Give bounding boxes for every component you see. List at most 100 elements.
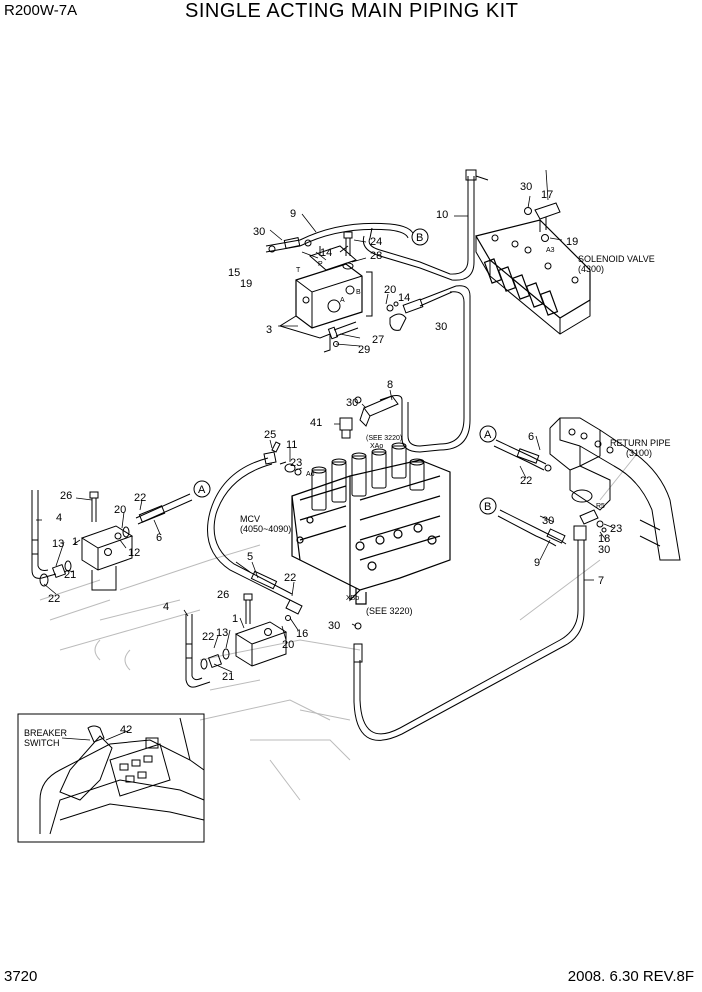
- svg-text:19: 19: [566, 236, 578, 248]
- svg-text:30: 30: [542, 515, 554, 527]
- label-see-3220-top: (SEE 3220): [366, 435, 402, 442]
- solenoid-valve: [475, 202, 591, 335]
- svg-text:6: 6: [156, 532, 162, 544]
- svg-text:23: 23: [290, 457, 302, 469]
- fitting-16-22: [285, 599, 303, 621]
- svg-text:24: 24: [370, 236, 382, 248]
- svg-text:9: 9: [534, 557, 540, 569]
- lever-4-upper: [31, 490, 57, 579]
- svg-text:30: 30: [328, 620, 340, 632]
- bolt-25: [271, 441, 281, 453]
- model-code: R200W-7A: [4, 2, 78, 19]
- svg-text:9: 9: [290, 208, 296, 220]
- svg-text:A: A: [484, 429, 492, 441]
- svg-text:3: 3: [266, 324, 272, 336]
- hose-7: [353, 525, 587, 741]
- svg-text:30: 30: [253, 226, 265, 238]
- label-solenoid-valve: SOLENOID VALVE: [578, 254, 655, 264]
- svg-text:22: 22: [284, 572, 296, 584]
- svg-text:28: 28: [370, 250, 382, 262]
- return-pipe: [549, 417, 681, 561]
- svg-text:30: 30: [435, 321, 447, 333]
- main-control-valve: [291, 442, 451, 605]
- fitting-20-14: [366, 271, 399, 317]
- label-breaker: BREAKER: [24, 728, 68, 738]
- elbow-fitting-8: [354, 395, 399, 427]
- fitting-41: [339, 417, 353, 439]
- fittings-13-21-22-lower: [200, 648, 230, 670]
- label-mcv: MCV: [240, 514, 260, 524]
- svg-text:14: 14: [398, 292, 410, 304]
- svg-text:A: A: [198, 484, 206, 496]
- breaker-switch-inset: [17, 713, 205, 843]
- svg-text:6: 6: [528, 431, 534, 443]
- page-title: SINGLE ACTING MAIN PIPING KIT: [185, 0, 519, 22]
- svg-text:16: 16: [296, 628, 308, 640]
- hose-9: [265, 222, 415, 253]
- port-t: T: [296, 267, 301, 274]
- svg-text:30: 30: [520, 181, 532, 193]
- fittings-13-21-22-upper: [39, 560, 72, 587]
- svg-text:13: 13: [52, 538, 64, 550]
- revision-date: 2008. 6.30 REV.8F: [567, 968, 694, 985]
- svg-text:23: 23: [610, 523, 622, 535]
- left-valve-block-lower: [234, 621, 288, 667]
- svg-text:4: 4: [56, 512, 62, 524]
- port-ao: Ao: [306, 471, 315, 478]
- bolt-26-upper: [89, 491, 99, 522]
- port-p: P: [318, 261, 323, 268]
- svg-text:14: 14: [320, 247, 332, 259]
- hose-6-left: [114, 493, 193, 540]
- port-a3: A3: [546, 247, 555, 254]
- label-return-ref: (3100): [626, 448, 652, 458]
- callout-a-right: A: [479, 425, 497, 443]
- port-b: B: [356, 289, 361, 296]
- callout-b-top: B: [411, 228, 429, 246]
- svg-text:4: 4: [163, 601, 169, 613]
- svg-text:26: 26: [217, 589, 229, 601]
- port-r5: R5: [596, 503, 605, 510]
- svg-text:22: 22: [134, 492, 146, 504]
- svg-text:13: 13: [216, 627, 228, 639]
- svg-text:20: 20: [282, 639, 294, 651]
- svg-text:15: 15: [228, 267, 240, 279]
- svg-text:17: 17: [541, 189, 553, 201]
- svg-text:19: 19: [240, 278, 252, 290]
- breaker-valve-block: [278, 245, 363, 353]
- svg-text:21: 21: [64, 569, 76, 581]
- machine-outline: [39, 449, 641, 801]
- svg-text:30: 30: [598, 544, 610, 556]
- bolt-24: [342, 231, 354, 270]
- callout-a-left: A: [193, 480, 211, 498]
- hose-9-right: [497, 509, 567, 547]
- left-valve-block-upper: [80, 525, 134, 591]
- svg-text:26: 26: [60, 490, 72, 502]
- svg-text:5: 5: [247, 551, 253, 563]
- svg-text:41: 41: [310, 417, 322, 429]
- page-number: 3720: [4, 968, 38, 985]
- svg-text:42: 42: [120, 724, 132, 736]
- svg-text:18: 18: [598, 533, 610, 545]
- svg-text:20: 20: [384, 284, 396, 296]
- hose-10: [304, 169, 489, 281]
- svg-text:20: 20: [114, 504, 126, 516]
- fitting-23-18: [579, 509, 607, 533]
- svg-text:10: 10: [436, 209, 448, 221]
- svg-text:8: 8: [387, 379, 393, 391]
- port-a: A: [340, 297, 345, 304]
- label-return-pipe: RETURN PIPE: [610, 438, 671, 448]
- svg-text:22: 22: [48, 593, 60, 605]
- svg-text:B: B: [484, 501, 491, 513]
- svg-text:1: 1: [232, 613, 238, 625]
- label-solenoid-ref: (4300): [578, 264, 604, 274]
- bolt-26-lower: [243, 593, 253, 624]
- label-mcv-ref: (4050~4090): [240, 524, 291, 534]
- svg-text:11: 11: [286, 439, 297, 451]
- hose-block-to-mcv: [379, 285, 471, 453]
- svg-text:29: 29: [358, 344, 370, 356]
- svg-text:12: 12: [128, 547, 140, 559]
- svg-text:B: B: [416, 232, 423, 244]
- hose-6-right: [493, 439, 552, 472]
- port-xbo: XBo: [346, 595, 359, 602]
